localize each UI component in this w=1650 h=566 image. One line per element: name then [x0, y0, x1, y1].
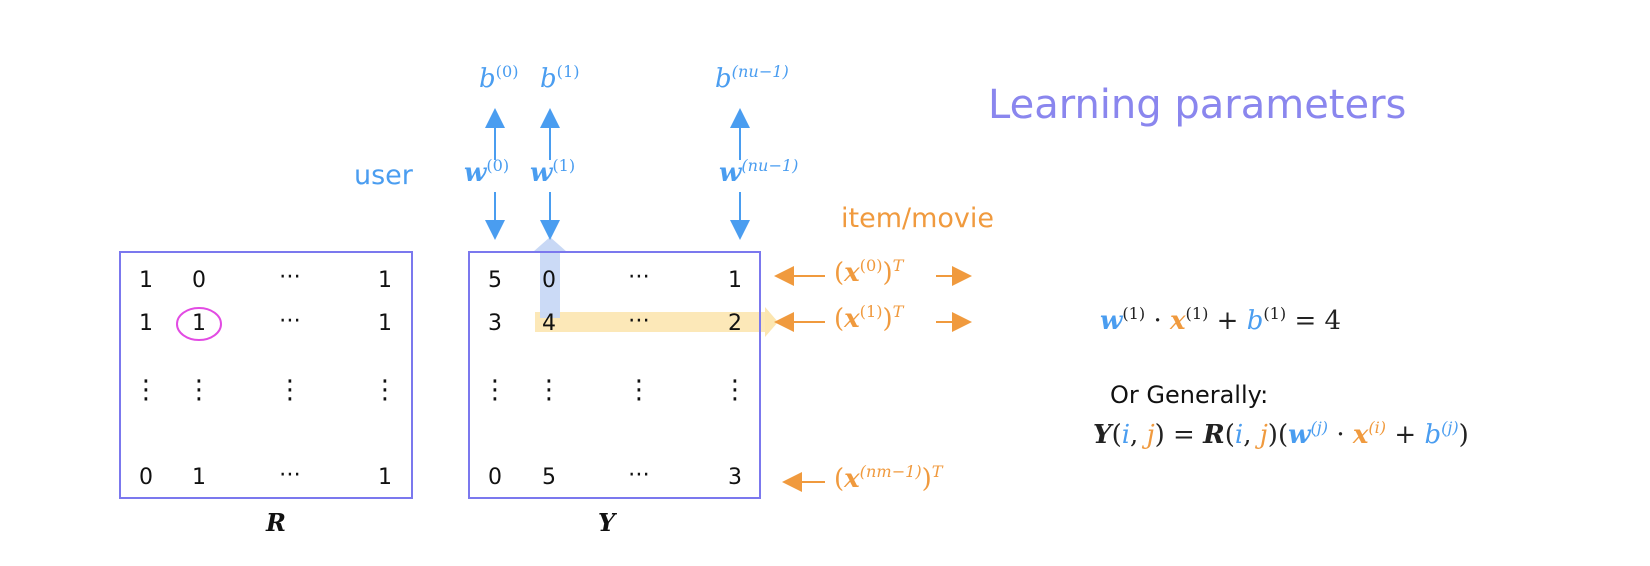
equation-general: Y(i, j) = R(i, j)(w(j) · x(i) + b(j))	[1093, 418, 1469, 450]
x-label-0: (x(0))T	[834, 256, 904, 288]
y-cell-1-n: 2	[728, 311, 742, 336]
highlight-circle	[176, 307, 222, 341]
y-cell-1-0: 3	[488, 311, 502, 336]
weight-label-n: w(nu−1)	[719, 156, 799, 188]
or-generally-label: Or Generally:	[1110, 381, 1269, 409]
r-cell-1-n: 1	[378, 311, 392, 336]
item-movie-label: item/movie	[841, 203, 995, 234]
weight-label-1: w(1)	[530, 156, 576, 188]
row-highlight-tip	[765, 307, 778, 337]
x-label-1: (x(1))T	[834, 302, 904, 334]
r-vdots-1: ⋮	[186, 375, 212, 405]
row-highlight	[535, 312, 765, 332]
y-cell-0-0: 5	[488, 268, 502, 293]
y-vdots-1: ⋮	[536, 375, 562, 405]
r-cell-m-0: 0	[139, 465, 153, 490]
r-cell-m-n: 1	[378, 465, 392, 490]
y-cell-m-1: 5	[542, 465, 556, 490]
bias-label-0: b(0)	[479, 62, 519, 94]
r-cell-1-0: 1	[139, 311, 153, 336]
y-vdots-3: ⋮	[722, 375, 748, 405]
r-hdots-0: ⋯	[279, 264, 301, 289]
y-cell-0-n: 1	[728, 268, 742, 293]
r-cell-0-n: 1	[378, 268, 392, 293]
user-label: user	[354, 160, 413, 191]
equation-specific: w(1) · x(1) + b(1) = 4	[1100, 304, 1342, 336]
column-highlight-tip	[533, 237, 567, 252]
r-cell-0-1: 0	[192, 268, 206, 293]
y-cell-m-n: 3	[728, 465, 742, 490]
matrix-y-label: Y	[598, 508, 616, 537]
r-hdots-2: ⋯	[279, 462, 301, 487]
r-cell-m-1: 1	[192, 465, 206, 490]
x-label-n: (x(nm−1))T	[834, 462, 943, 494]
y-hdots-1: ⋯	[628, 308, 650, 333]
y-cell-0-1: 0	[542, 268, 556, 293]
weight-label-0: w(0)	[464, 156, 510, 188]
r-cell-0-0: 1	[139, 268, 153, 293]
matrix-y-box	[468, 251, 761, 499]
y-hdots-0: ⋯	[628, 264, 650, 289]
column-highlight	[540, 252, 560, 318]
bias-label-n: b(nu−1)	[715, 62, 789, 94]
bias-label-1: b(1)	[540, 62, 580, 94]
r-vdots-2: ⋮	[277, 375, 303, 405]
y-cell-m-0: 0	[488, 465, 502, 490]
y-cell-1-1: 4	[542, 311, 556, 336]
r-cell-1-1: 1	[192, 311, 206, 336]
y-vdots-0: ⋮	[482, 375, 508, 405]
page-title: Learning parameters	[988, 82, 1407, 128]
r-vdots-3: ⋮	[372, 375, 398, 405]
matrix-r-label: R	[266, 508, 286, 537]
y-vdots-2: ⋮	[626, 375, 652, 405]
y-hdots-2: ⋯	[628, 462, 650, 487]
r-hdots-1: ⋯	[279, 308, 301, 333]
r-vdots-0: ⋮	[133, 375, 159, 405]
matrix-r-box	[119, 251, 413, 499]
